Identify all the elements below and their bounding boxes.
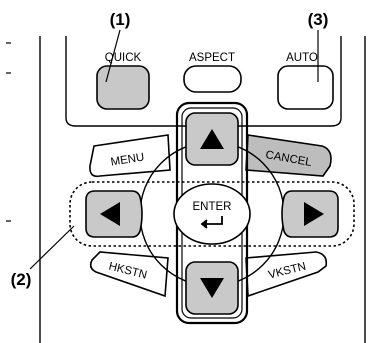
- enter-label: ENTER: [193, 201, 232, 213]
- margin-marks: [6, 42, 11, 222]
- right-button[interactable]: [281, 190, 339, 238]
- menu-label: MENU: [110, 151, 145, 168]
- arrow-up-icon: [200, 129, 224, 149]
- left-button[interactable]: [85, 190, 143, 238]
- arrow-down-icon: [200, 278, 224, 298]
- aspect-label: ASPECT: [189, 52, 235, 64]
- up-button[interactable]: [185, 112, 239, 166]
- enter-button[interactable]: [173, 183, 251, 245]
- arrow-left-icon: [100, 202, 120, 226]
- aspect-button[interactable]: [183, 65, 242, 93]
- auto-button[interactable]: [277, 65, 334, 110]
- quick-label: QUICK: [105, 52, 142, 64]
- cancel-button[interactable]: [245, 134, 332, 177]
- quick-button[interactable]: [96, 65, 150, 110]
- vkstn-button[interactable]: [245, 251, 328, 298]
- auto-label: AUTO: [286, 52, 318, 64]
- arrow-right-icon: [304, 202, 324, 226]
- callout-1-leader: [105, 29, 121, 83]
- down-button[interactable]: [185, 261, 239, 315]
- remote-body: [39, 36, 366, 343]
- callout-2-leader: [29, 225, 75, 270]
- callout-1: (1): [110, 10, 131, 29]
- horizontal-highlight-frame: [69, 181, 355, 247]
- callout-2: (2): [11, 270, 32, 289]
- callout-3: (3): [308, 10, 329, 29]
- menu-button[interactable]: [89, 134, 171, 178]
- enter-return-icon: [200, 216, 223, 229]
